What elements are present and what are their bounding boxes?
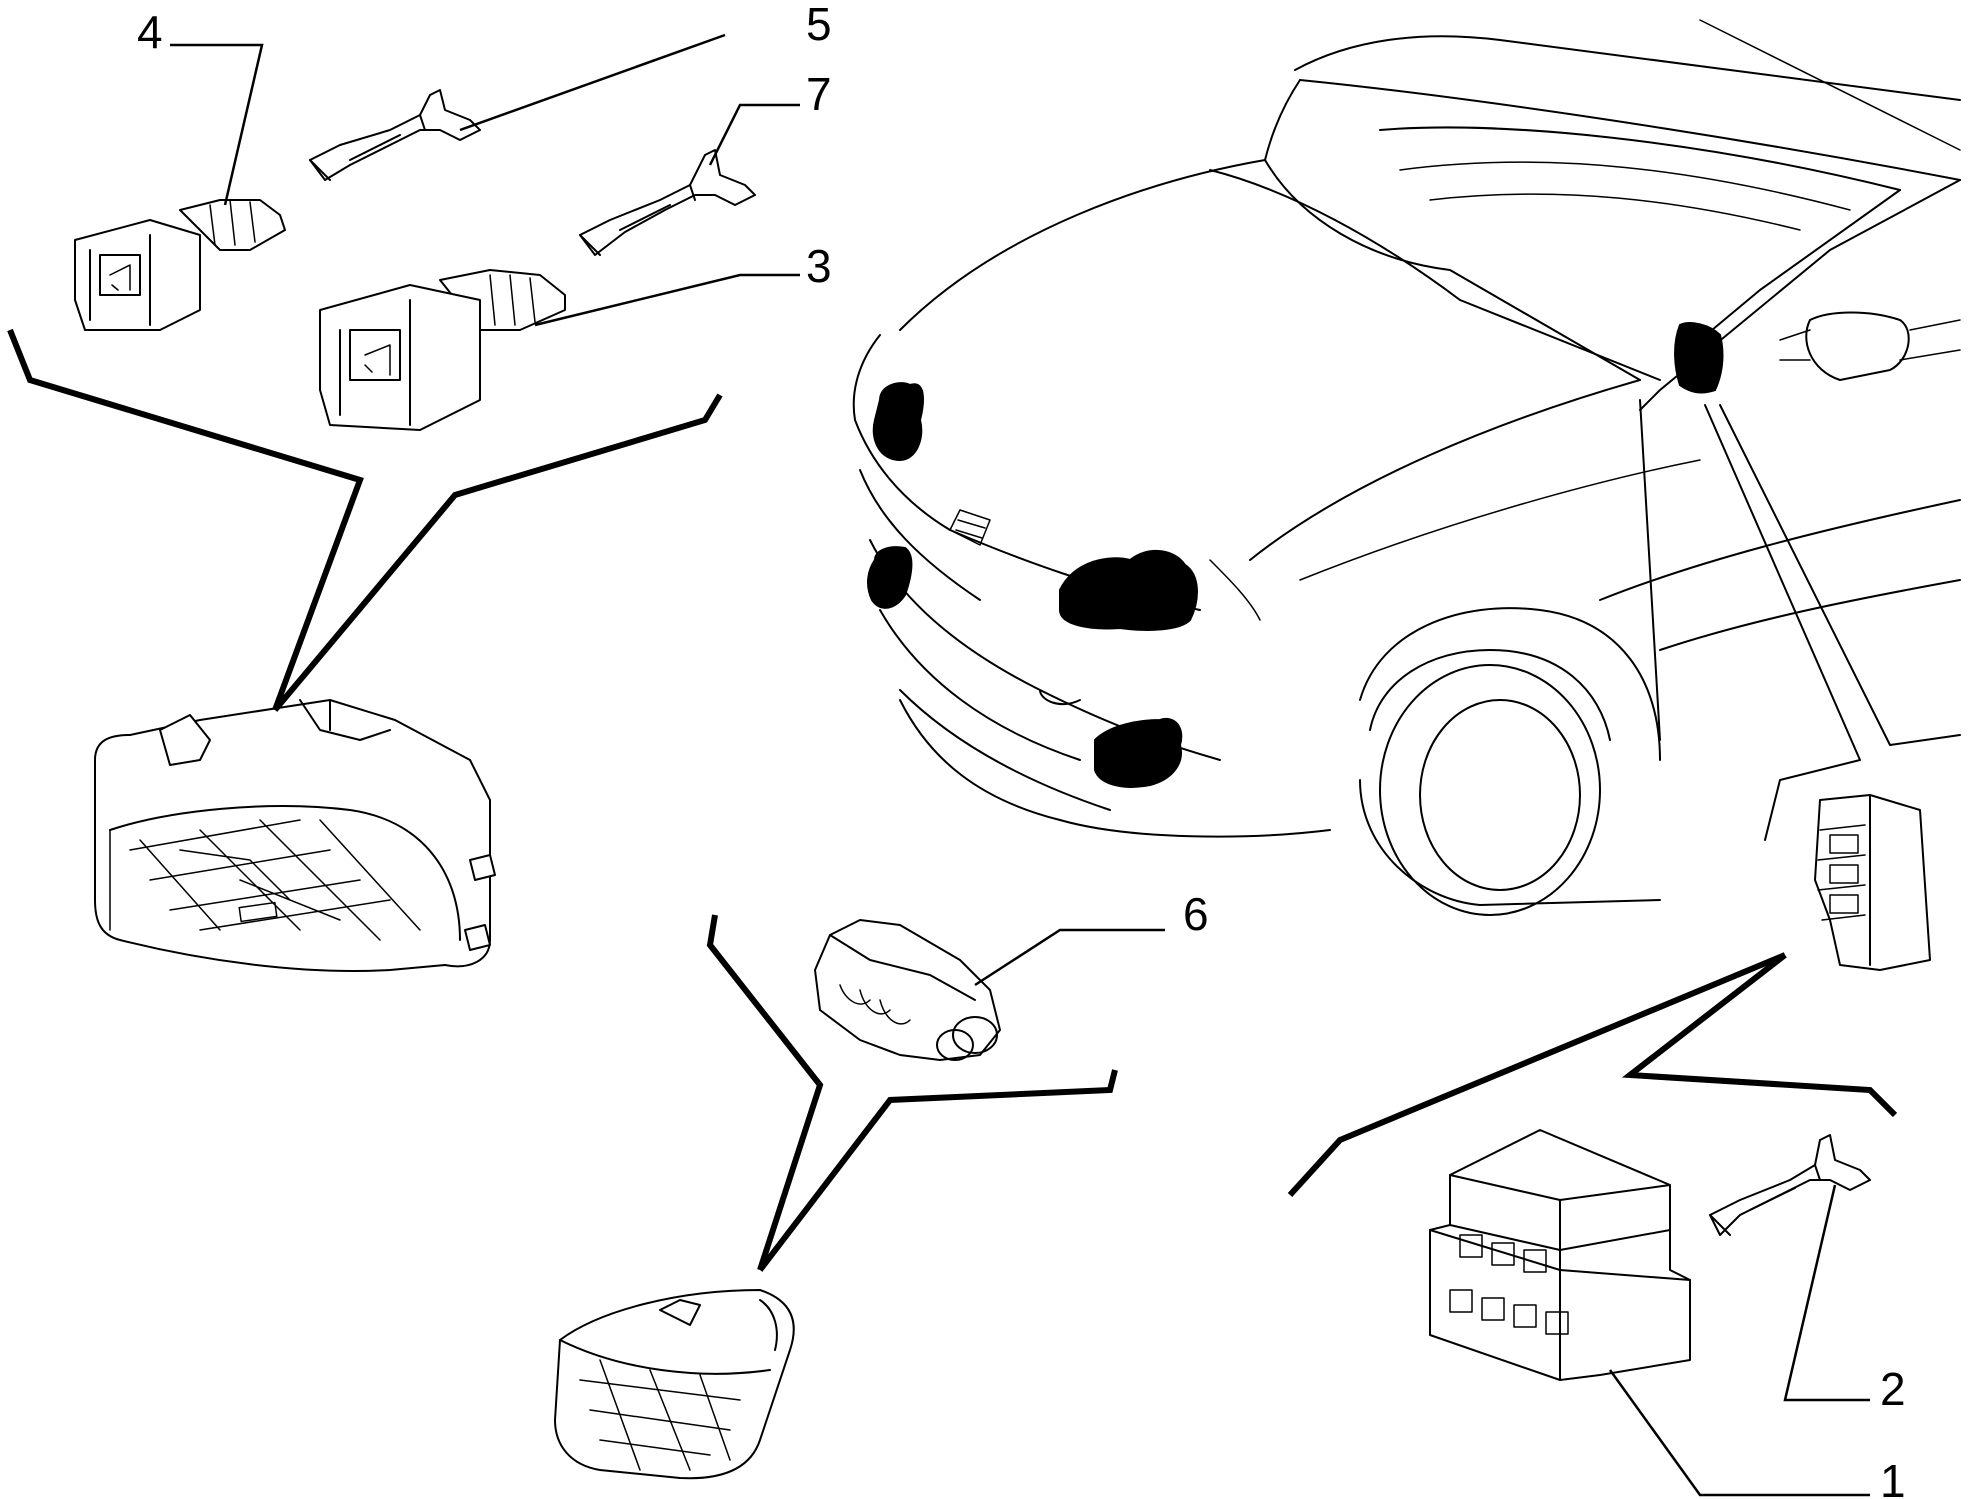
headlamp-assembly-illustration: [94, 699, 496, 972]
connector-part-6-illustration: [814, 919, 1001, 1061]
callout-1: 1: [1880, 1455, 1906, 1499]
callout-5: 5: [806, 0, 832, 50]
connector-box-part-1-illustration: [1429, 1129, 1691, 1381]
leader-lines: [170, 33, 1870, 1497]
socket-assembly-illustration: [1814, 794, 1931, 971]
group-bracket-lines: [7, 328, 1961, 1272]
terminal-part-5-illustration: [309, 89, 481, 181]
terminal-part-2-illustration: [1709, 1134, 1871, 1236]
callout-3: 3: [806, 240, 832, 292]
connector-part-4-illustration: [74, 199, 286, 331]
callout-7: 7: [806, 68, 832, 120]
callout-4: 4: [137, 6, 163, 58]
callout-6: 6: [1183, 888, 1209, 940]
connector-part-3-illustration: [319, 269, 566, 431]
callout-labels: 4 5 7 3 6 2 1: [137, 0, 1906, 1499]
terminal-part-7-illustration: [579, 149, 756, 256]
callout-2: 2: [1880, 1363, 1906, 1415]
fog-lamp-illustration: [554, 1289, 795, 1480]
car-front-illustration: [852, 19, 1961, 916]
